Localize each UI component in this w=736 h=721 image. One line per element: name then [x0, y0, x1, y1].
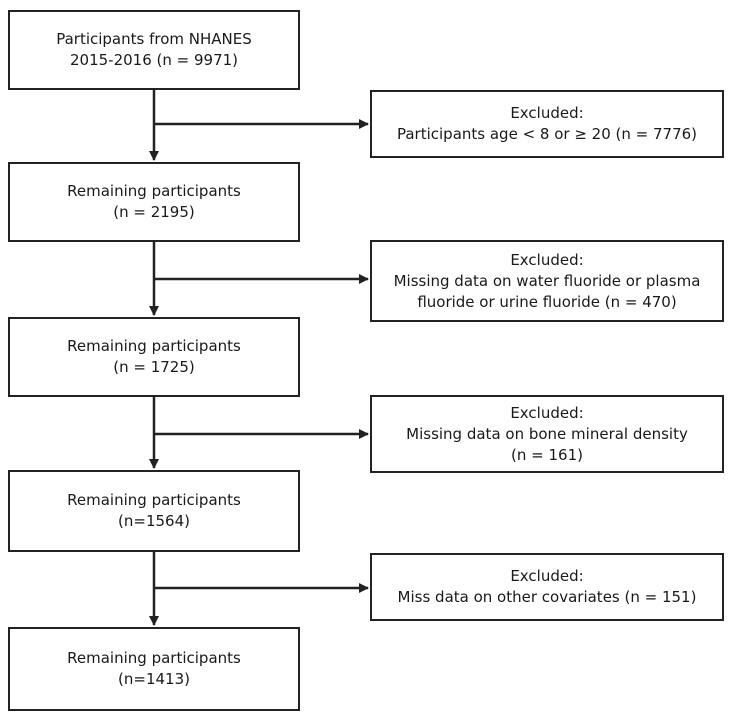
main-box-2: Remaining participants (n = 2195)	[8, 162, 300, 242]
main-box-2-line2: (n = 2195)	[113, 203, 195, 221]
excluded-box-4-line1: Excluded:	[510, 567, 584, 585]
excluded-box-3-line2: Missing data on bone mineral density	[406, 424, 688, 443]
main-box-3-line1: Remaining participants	[67, 337, 241, 355]
excluded-box-1-line2: Participants age < 8 or ≥ 20 (n = 7776)	[396, 125, 698, 143]
excluded-box-4: Excluded: Miss data on other covariates …	[370, 553, 724, 621]
main-box-5: Remaining participants (n=1413)	[8, 627, 300, 711]
excluded-box-4-line2: Miss data on other covariates (n = 151)	[397, 588, 697, 606]
excluded-box-2-line3: fluoride or urine fluoride (n = 470)	[417, 292, 677, 311]
excluded-box-1: Excluded: Participants age < 8 or ≥ 20 (…	[370, 90, 724, 158]
main-box-1-line1: Participants from NHANES	[56, 30, 252, 48]
main-box-4: Remaining participants (n=1564)	[8, 470, 300, 552]
main-box-1-line2: 2015-2016 (n = 9971)	[69, 51, 239, 69]
main-box-5-line1: Remaining participants	[67, 649, 241, 667]
main-box-3-line2: (n = 1725)	[113, 358, 195, 376]
excluded-box-3: Excluded: Missing data on bone mineral d…	[370, 395, 724, 473]
main-box-5-line2: (n=1413)	[118, 670, 190, 688]
main-box-1: Participants from NHANES 2015-2016 (n = …	[8, 10, 300, 90]
main-box-4-line2: (n=1564)	[118, 512, 190, 530]
excluded-box-3-line1: Excluded:	[510, 403, 584, 422]
main-box-2-line1: Remaining participants	[67, 182, 241, 200]
excluded-box-1-line1: Excluded:	[510, 104, 584, 122]
main-box-4-line1: Remaining participants	[67, 491, 241, 509]
excluded-box-2: Excluded: Missing data on water fluoride…	[370, 240, 724, 322]
excluded-box-2-line1: Excluded:	[510, 250, 584, 269]
excluded-box-3-line3: (n = 161)	[511, 445, 583, 464]
main-box-3: Remaining participants (n = 1725)	[8, 317, 300, 397]
excluded-box-2-line2: Missing data on water fluoride or plasma	[393, 271, 701, 290]
